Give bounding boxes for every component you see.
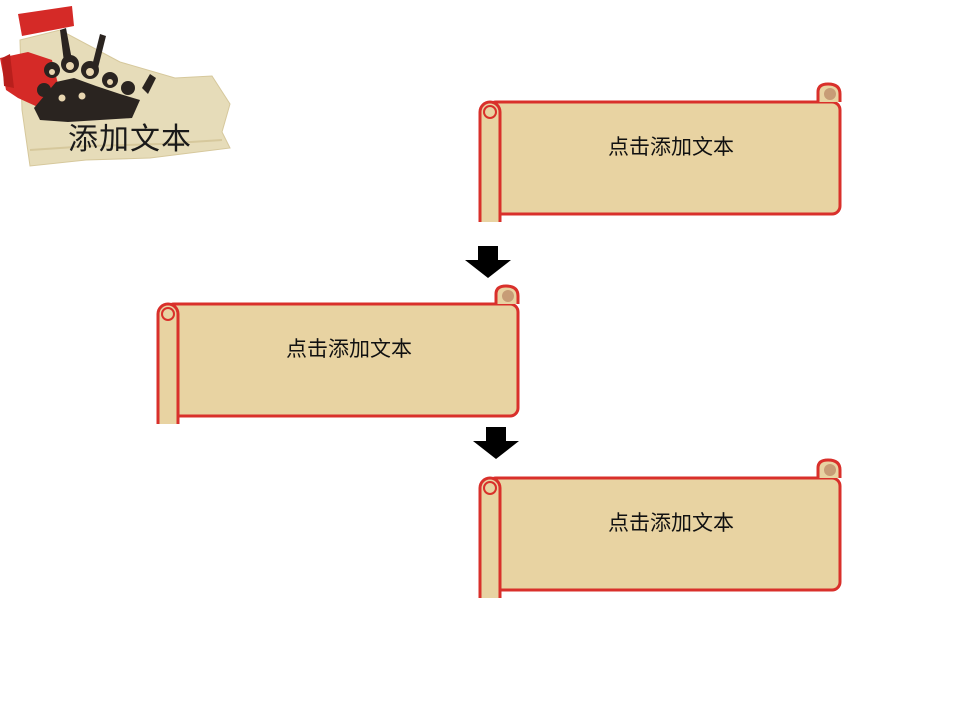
poster-illustration	[0, 6, 231, 167]
scroll-label: 点击添加文本	[286, 337, 412, 361]
scroll-label: 点击添加文本	[608, 135, 734, 159]
header-decoration: 添加文本	[0, 0, 240, 175]
scroll-shape	[156, 284, 520, 424]
arrow-down-icon	[473, 427, 519, 459]
scroll-shape	[478, 82, 842, 222]
scroll-box-1[interactable]: 点击添加文本	[478, 82, 844, 222]
scroll-box-3[interactable]: 点击添加文本	[478, 458, 844, 598]
scroll-shape	[478, 458, 842, 598]
scroll-box-2[interactable]: 点击添加文本	[156, 284, 522, 424]
scroll-label: 点击添加文本	[608, 511, 734, 535]
arrow-down-icon	[465, 246, 511, 278]
page-title: 添加文本	[68, 122, 192, 157]
